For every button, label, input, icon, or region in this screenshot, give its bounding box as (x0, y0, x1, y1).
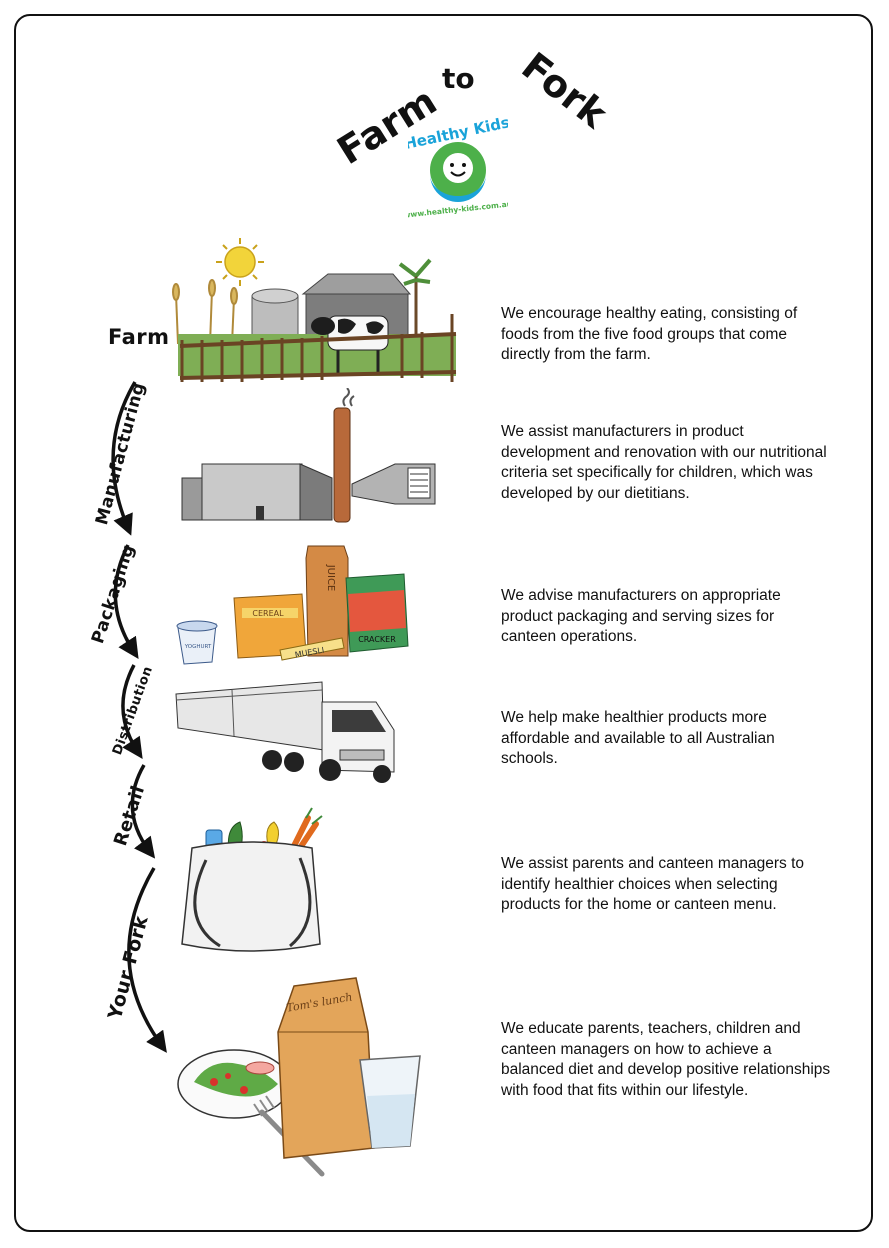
yoghurt-tub-label: YOGHURT (184, 644, 212, 650)
cracker-pack-icon: CRACKER (345, 573, 409, 653)
cereal-box-label: CEREAL (252, 609, 284, 618)
stage-description-packaging: We advise manufacturers on appropriate p… (501, 587, 781, 645)
juice-carton-icon: JUICE (305, 545, 349, 657)
logo-url-text: www.healthy-kids.com.au (408, 199, 508, 219)
yoghurt-tub-icon: YOGHURT (176, 620, 218, 665)
title-word-to: to (442, 62, 475, 95)
juice-carton-label: JUICE (325, 564, 336, 592)
stage-description-manufacturing: We assist manufacturers in product devel… (501, 423, 827, 502)
stage-description-your-fork: We educate parents, teachers, children a… (501, 1020, 831, 1099)
stage-description-distribution: We help make healthier products more aff… (501, 709, 775, 767)
cow-icon (311, 315, 389, 374)
shopping-bag-illustration (181, 807, 323, 952)
lunch-illustration: Tom's lunch (177, 977, 421, 1177)
packaging-illustration: JUICE CRACKER CEREAL MUESLI YOGHURT (176, 545, 409, 665)
poster-title: Farm to Fork (330, 44, 610, 173)
water-glass-icon (359, 1055, 421, 1149)
truck-illustration (175, 681, 395, 783)
farm-illustration (172, 238, 457, 382)
salad-plate-icon (177, 1049, 291, 1119)
title-word-fork: Fork (514, 44, 610, 137)
fence (179, 314, 457, 382)
cracker-pack-label: CRACKER (358, 635, 396, 644)
stage-description-farm: We encourage healthy eating, consisting … (501, 305, 798, 363)
truck-wheels (262, 750, 391, 783)
stage-description-retail: We assist parents and canteen managers t… (501, 855, 804, 913)
stage-label-farm: Farm (108, 325, 170, 349)
tree-icon (398, 258, 432, 344)
factory-illustration (181, 388, 436, 523)
sun-icon (216, 238, 264, 286)
healthy-kids-logo: Healthy Kids www.healthy-kids.com.au (408, 113, 508, 220)
lunch-bag-icon: Tom's lunch (277, 977, 375, 1159)
